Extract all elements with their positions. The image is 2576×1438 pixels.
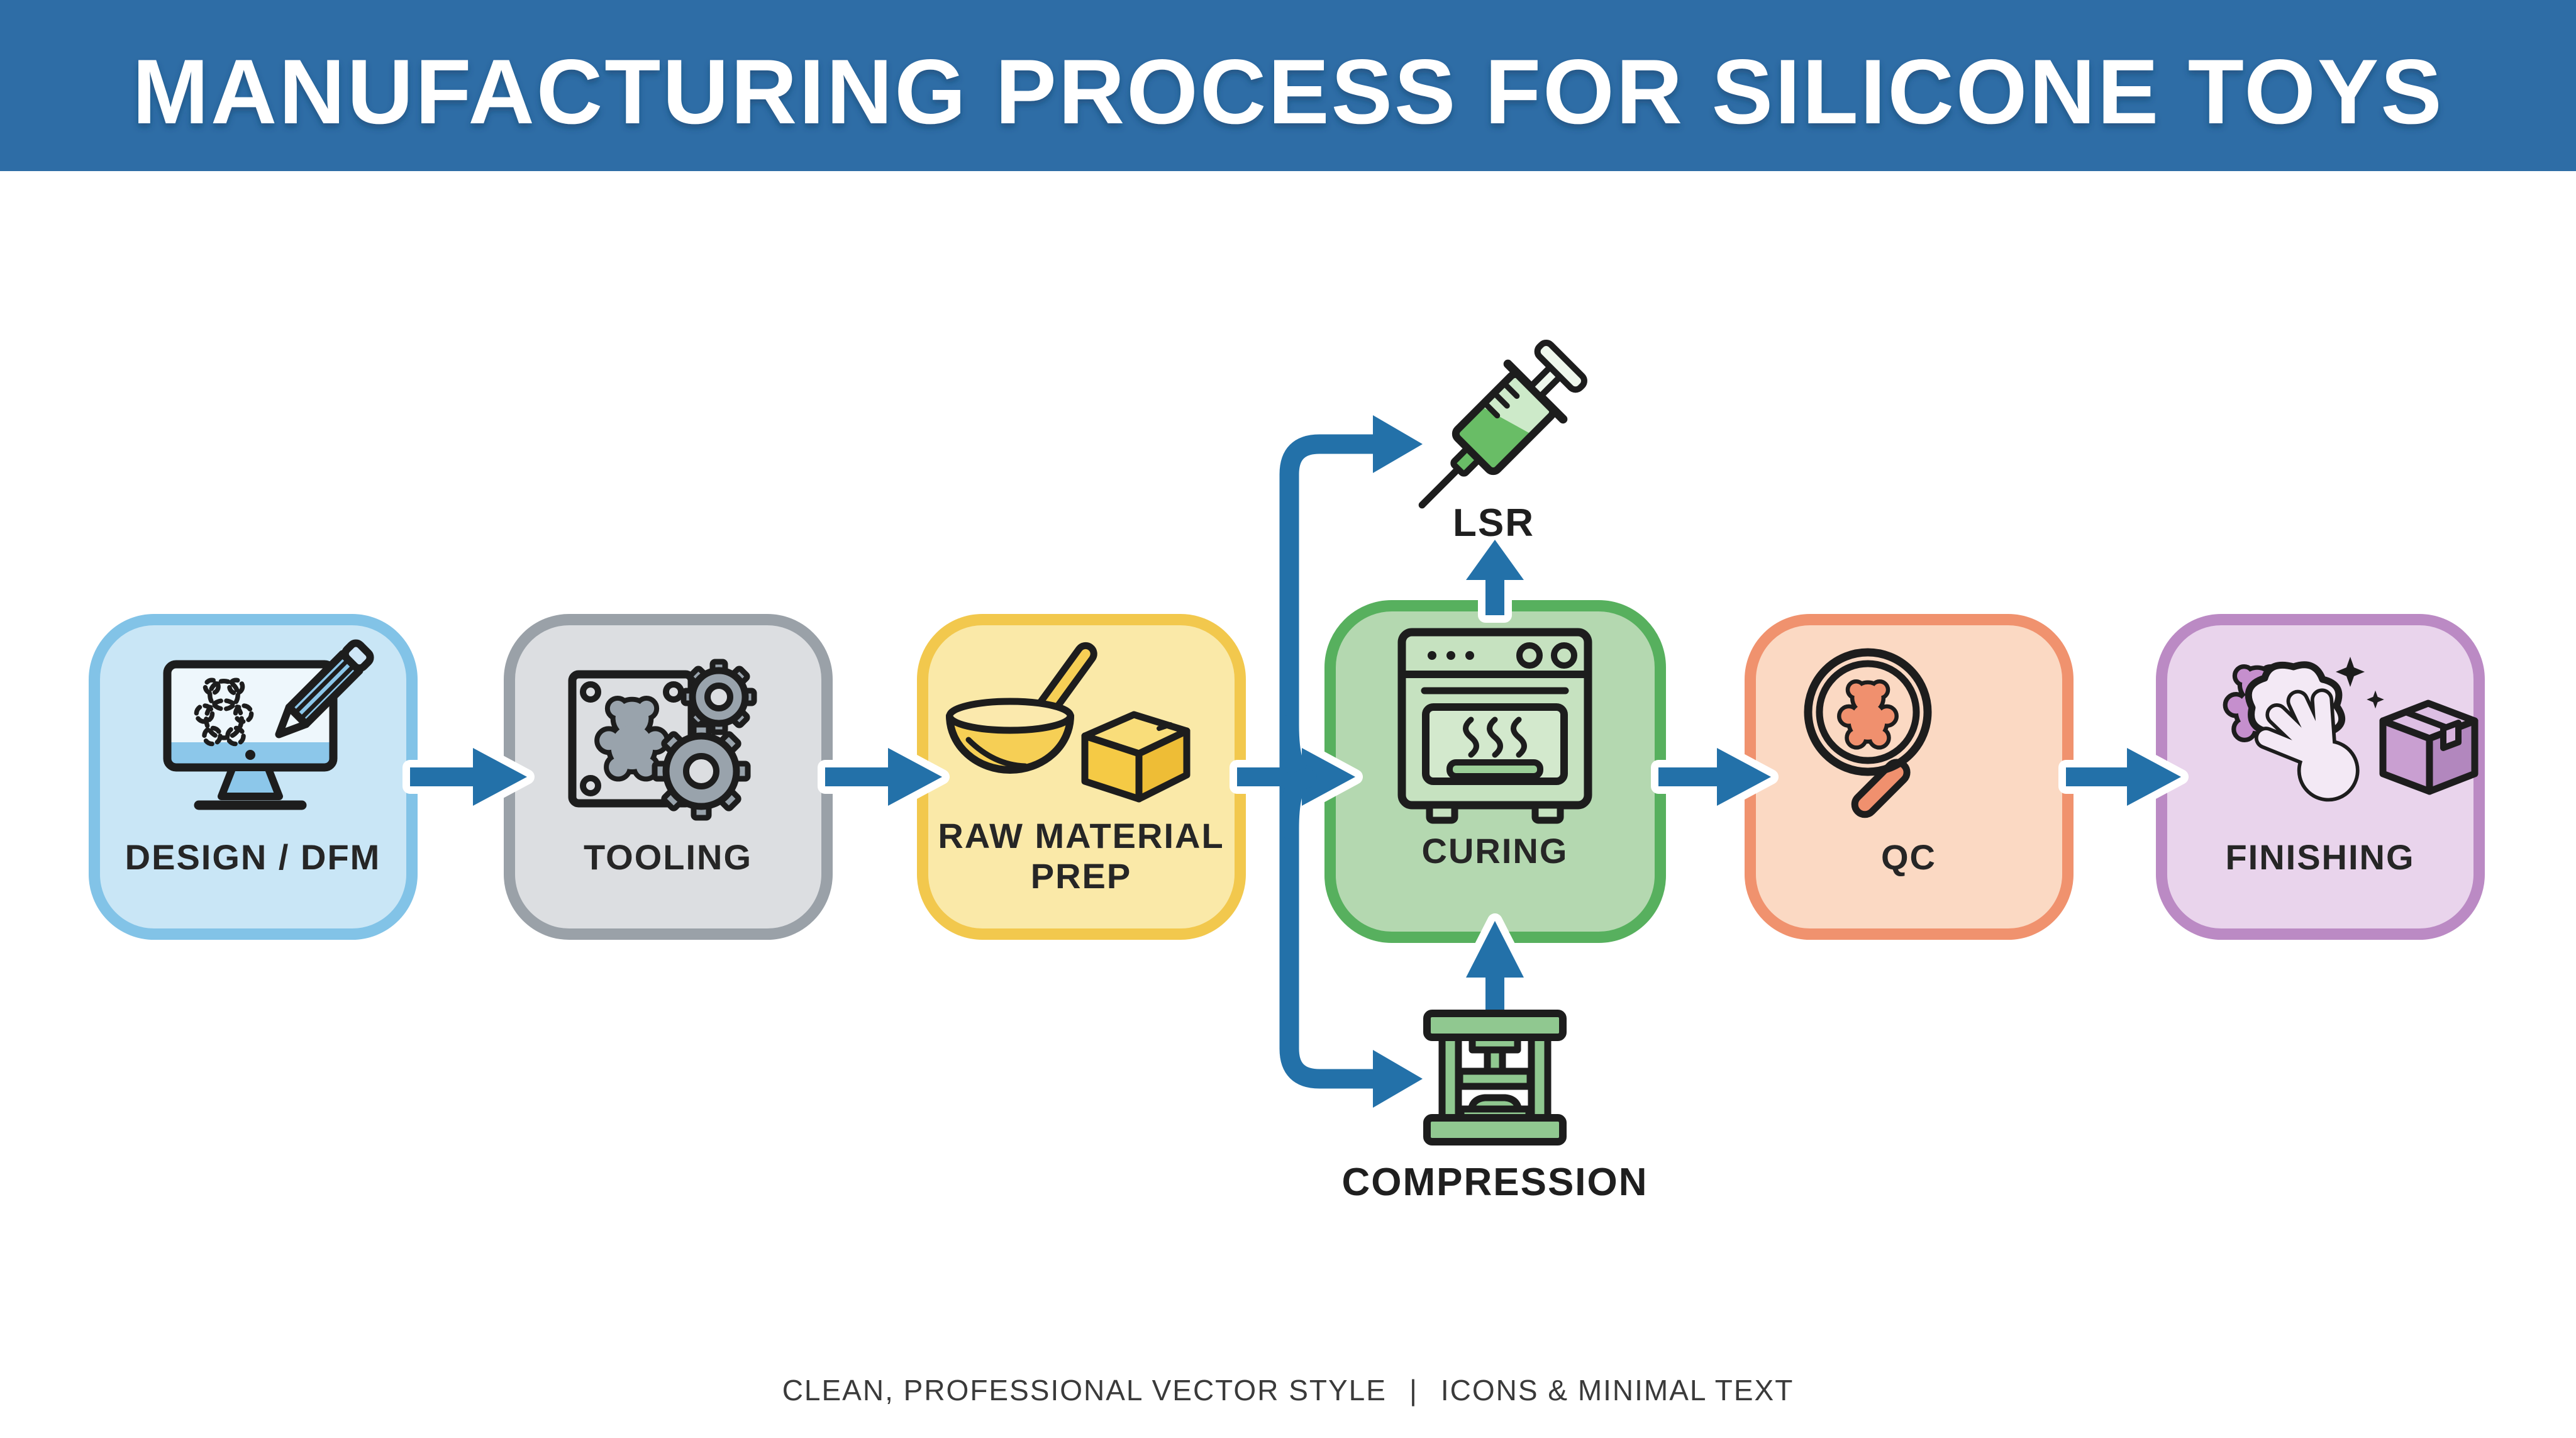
footer-note: CLEAN, PROFESSIONAL VECTOR STYLE | ICONS &… <box>782 1374 1794 1407</box>
heat-wave <box>1511 716 1527 758</box>
step-raw-material-prep: RAW MATERIAL PREP <box>917 614 1246 940</box>
step-label-qc: QC <box>1881 837 1936 877</box>
step-finishing: FINISHING <box>2156 614 2485 940</box>
press-icon <box>1423 1010 1567 1145</box>
step-curing: CURING <box>1324 600 1666 943</box>
heat-wave <box>1463 716 1479 758</box>
footer-left: CLEAN, PROFESSIONAL VECTOR STYLE <box>782 1374 1387 1407</box>
small-gear <box>680 659 757 735</box>
arrow-design-to-tooling <box>410 748 527 806</box>
big-gear <box>652 722 751 821</box>
step-tooling: TOOLING <box>504 614 833 940</box>
mixing-bowl-block-icon <box>946 642 1191 803</box>
arrow-qc-to-finishing <box>2066 748 2181 806</box>
wipe-hand-box-icon <box>2228 657 2479 813</box>
syringe-icon <box>1418 340 1587 509</box>
package-box <box>2379 699 2479 795</box>
step-label-design: DESIGN / DFM <box>125 837 381 877</box>
footer-right: ICONS & MINIMAL TEXT <box>1441 1374 1794 1407</box>
arrowhead-to-lsr-branch <box>1373 415 1423 473</box>
arrow-curing-to-lsr <box>1466 540 1524 615</box>
branch-fillets <box>1279 715 1317 839</box>
oven-icon <box>1397 628 1592 824</box>
arrow-curing-to-qc <box>1658 748 1771 806</box>
mold-plate-gears-icon <box>568 659 757 821</box>
title-banner <box>0 0 2576 171</box>
step-qc: QC <box>1745 614 2074 940</box>
arrowhead-to-compression-branch <box>1373 1050 1423 1108</box>
step-label-raw-line2: PREP <box>1031 856 1132 896</box>
arrow-compression-to-curing <box>1466 921 1524 1016</box>
lsr-label: LSR <box>1453 501 1535 545</box>
magnifier-bear-icon <box>1804 648 1932 818</box>
step-label-tooling: TOOLING <box>584 837 752 877</box>
compression-label: COMPRESSION <box>1341 1161 1648 1204</box>
page-title: MANUFACTURING PROCESS FOR SILICONE TOYS <box>132 40 2443 143</box>
step-label-curing: CURING <box>1422 831 1568 871</box>
monitor-pencil-bear-icon <box>163 639 374 810</box>
heat-wave <box>1487 716 1503 758</box>
footer-separator: | <box>1409 1374 1418 1407</box>
step-design-dfm: DESIGN / DFM <box>89 614 418 940</box>
arrow-tooling-to-raw <box>825 748 942 806</box>
silicone-block <box>1081 711 1191 803</box>
connectors <box>410 415 2181 1108</box>
step-label-finishing: FINISHING <box>2225 837 2414 877</box>
step-label-raw-line1: RAW MATERIAL <box>938 816 1224 856</box>
